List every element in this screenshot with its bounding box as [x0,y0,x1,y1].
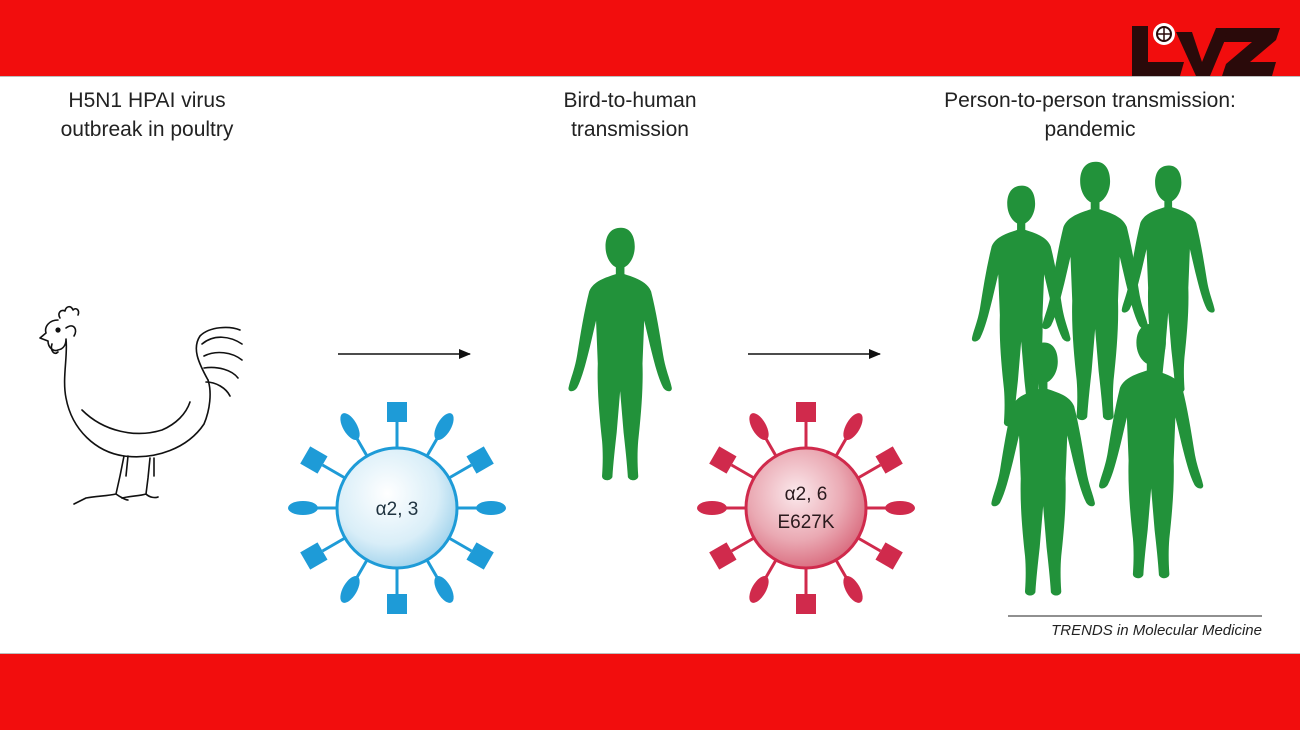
virus-envelope [335,446,459,570]
virus-spike-stem [448,463,473,480]
hemagglutinin-spike [697,501,727,515]
virus-spike-stem [321,463,346,480]
human-group-icon [971,161,1215,596]
bottom-banner [0,654,1300,730]
neuraminidase-spike [875,446,903,474]
stage-label-bird-to-human: Bird-to-human transmission [563,89,697,141]
human-figure-icon [568,227,672,481]
neuraminidase-spike [709,542,737,570]
neuraminidase-spike [300,446,328,474]
virus-receptor-avian: α2, 3 [376,499,419,520]
hemagglutinin-spike [843,575,863,603]
source-credit: TRENDS in Molecular Medicine [1051,622,1262,639]
neuraminidase-spike [796,402,816,422]
hemagglutinin-spike [288,501,318,515]
human-figure [568,227,672,481]
hemagglutinin-spike [749,575,769,603]
rooster-outline-icon [39,305,243,505]
neuraminidase-spike [466,446,494,474]
hemagglutinin-spike [340,575,360,603]
virus-spike-stem [857,463,882,480]
virus-spike-stem [448,536,473,553]
avian-virus-particle [288,402,506,614]
neuraminidase-spike [387,402,407,422]
neuraminidase-spike [466,542,494,570]
hemagglutinin-spike [749,413,769,441]
top-divider [0,76,1300,77]
top-banner [0,0,1300,76]
stage-label-poultry-outbreak: H5N1 HPAI virus outbreak in poultry [60,89,234,141]
virus-receptor-human: α2, 6 [785,484,828,505]
hemagglutinin-spike [843,413,863,441]
neuraminidase-spike [387,594,407,614]
neuraminidase-spike [709,446,737,474]
virus-spike-stem [857,536,882,553]
hemagglutinin-spike [434,575,454,603]
lsz-brand-logo [1132,23,1280,76]
virus-spike-stem [730,536,755,553]
bottom-divider [0,653,1300,654]
virus-spike-stem [730,463,755,480]
hemagglutinin-spike [434,413,454,441]
virus-envelope [744,446,868,570]
virus-mutation-label: E627K [777,512,834,533]
hemagglutinin-spike [340,413,360,441]
stage-label-pandemic: Person-to-person transmission: pandemic [944,89,1236,141]
human-adapted-virus-particle [697,402,915,614]
hemagglutinin-spike [476,501,506,515]
neuraminidase-spike [875,542,903,570]
neuraminidase-spike [796,594,816,614]
neuraminidase-spike [300,542,328,570]
virus-spike-stem [321,536,346,553]
hemagglutinin-spike [885,501,915,515]
